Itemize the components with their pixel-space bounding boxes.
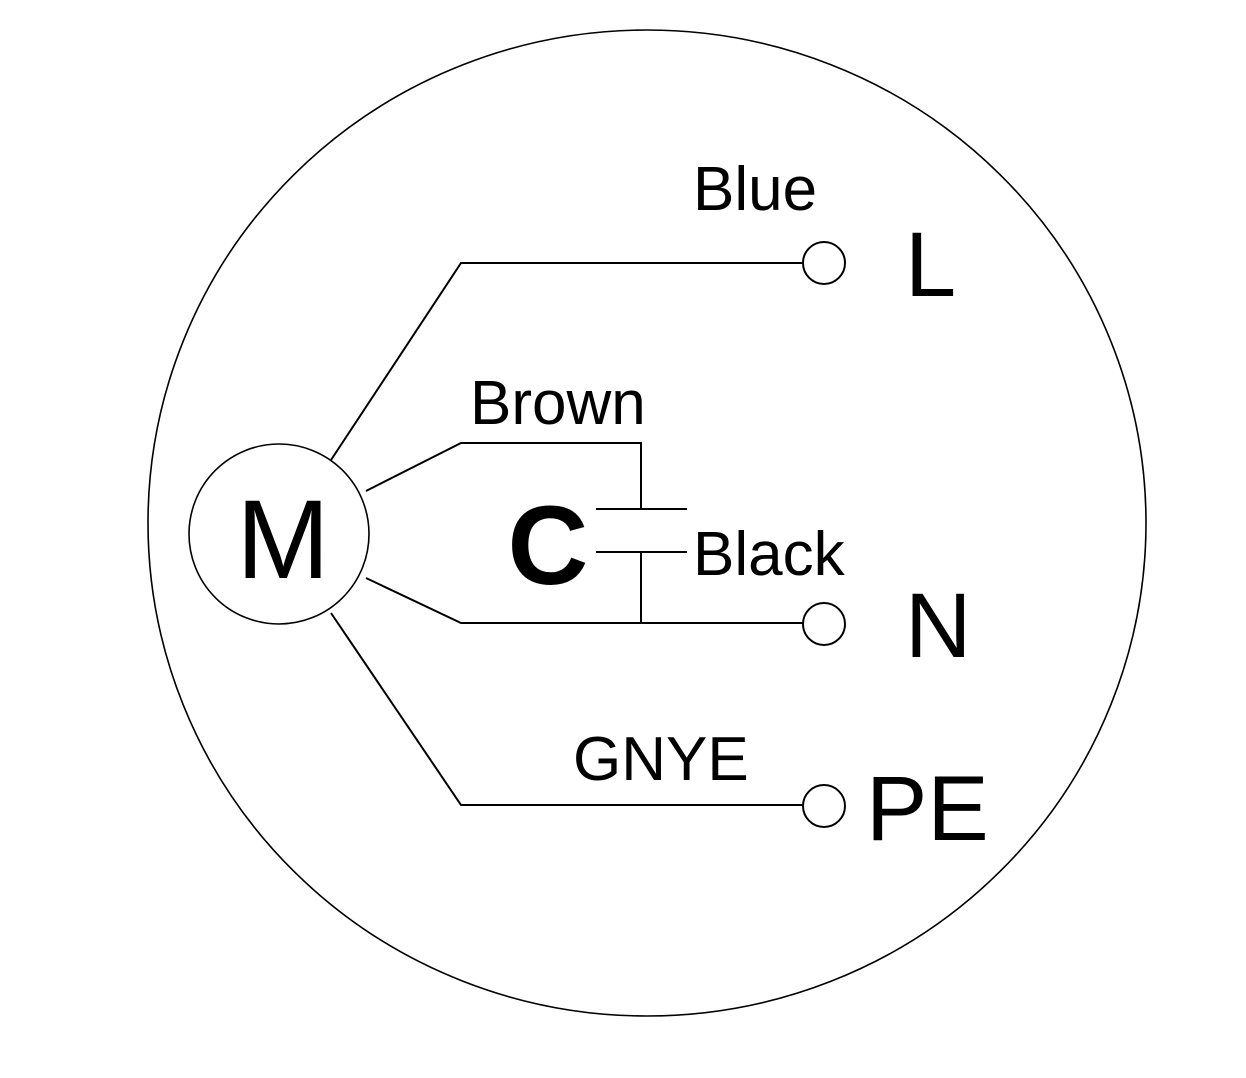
terminal-line <box>802 241 846 285</box>
enclosure-outline <box>147 29 1147 1017</box>
motor-symbol <box>188 443 370 625</box>
terminal-label-neutral: N <box>905 575 971 677</box>
wire-black <box>365 577 803 624</box>
wire-brown <box>365 442 642 509</box>
wire-label-gnye: GNYE <box>573 725 749 794</box>
terminal-label-earth: PE <box>866 758 989 860</box>
wire-label-blue: Blue <box>693 155 817 224</box>
terminal-neutral <box>802 602 846 646</box>
wire-label-brown: Brown <box>470 369 646 438</box>
wire-blue <box>330 262 803 461</box>
motor-label: M <box>236 477 329 602</box>
wire-gnye <box>330 612 803 806</box>
terminal-earth <box>802 784 846 828</box>
capacitor-label: C <box>508 483 589 608</box>
terminal-label-line: L <box>905 214 956 316</box>
wire-label-black: Black <box>693 520 846 589</box>
